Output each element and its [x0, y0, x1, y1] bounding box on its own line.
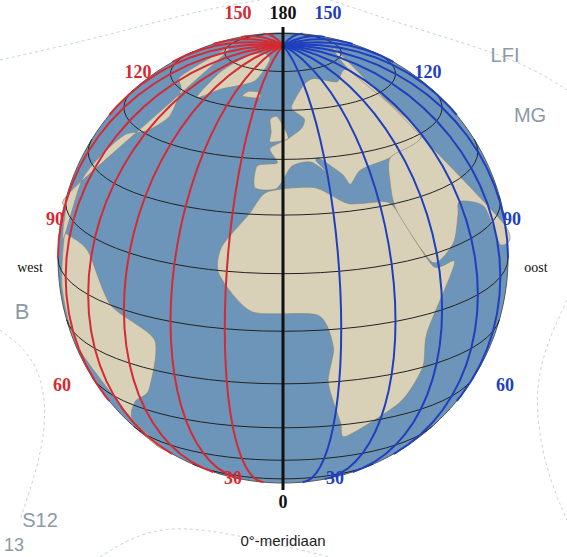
longitude-label: 90 [503, 210, 521, 228]
meridian [241, 36, 283, 45]
chart-watermark: LFI [491, 45, 520, 65]
longitude-label: 30 [326, 469, 344, 487]
meridian [66, 45, 283, 401]
longitude-label: 60 [496, 376, 514, 394]
meridian [172, 42, 283, 62]
longitude-label: 0 [279, 493, 288, 511]
chart-watermark: 13 [4, 536, 24, 554]
longitude-label: 150 [315, 4, 342, 22]
meridian [124, 45, 283, 472]
chart-watermark: B [15, 301, 30, 323]
longitude-label: 180 [270, 4, 297, 22]
meridian [283, 45, 442, 472]
meridian [283, 45, 478, 454]
meridian [283, 45, 396, 479]
land [270, 116, 289, 142]
meridian [283, 36, 325, 45]
longitude-label: 30 [224, 469, 242, 487]
chart-line [0, 330, 45, 520]
meridian [171, 45, 284, 479]
chart-line [537, 300, 567, 520]
land [333, 48, 510, 263]
meridian [263, 34, 283, 45]
longitude-label: 150 [225, 4, 252, 22]
meridian [283, 45, 508, 258]
meridian [58, 45, 283, 258]
longitude-label: 120 [125, 63, 152, 81]
longitude-label: oost [524, 261, 547, 275]
longitude-label: 120 [415, 63, 442, 81]
meridian [283, 45, 341, 482]
meridian [283, 42, 394, 62]
chart-line [100, 529, 330, 557]
caption: 0°-meridiaan [240, 533, 325, 548]
chart-watermark: S12 [22, 510, 58, 530]
meridian [88, 45, 283, 454]
longitude-label: west [17, 261, 43, 275]
meridian [109, 44, 283, 115]
meridian [283, 34, 303, 45]
meridian [283, 45, 500, 401]
meridian [283, 44, 457, 115]
land [62, 48, 229, 239]
chart-watermark: MG [514, 105, 546, 125]
longitude-label: 90 [46, 210, 64, 228]
longitude-label: 60 [53, 376, 71, 394]
meridian [225, 45, 283, 482]
prime-meridian [282, 27, 285, 490]
